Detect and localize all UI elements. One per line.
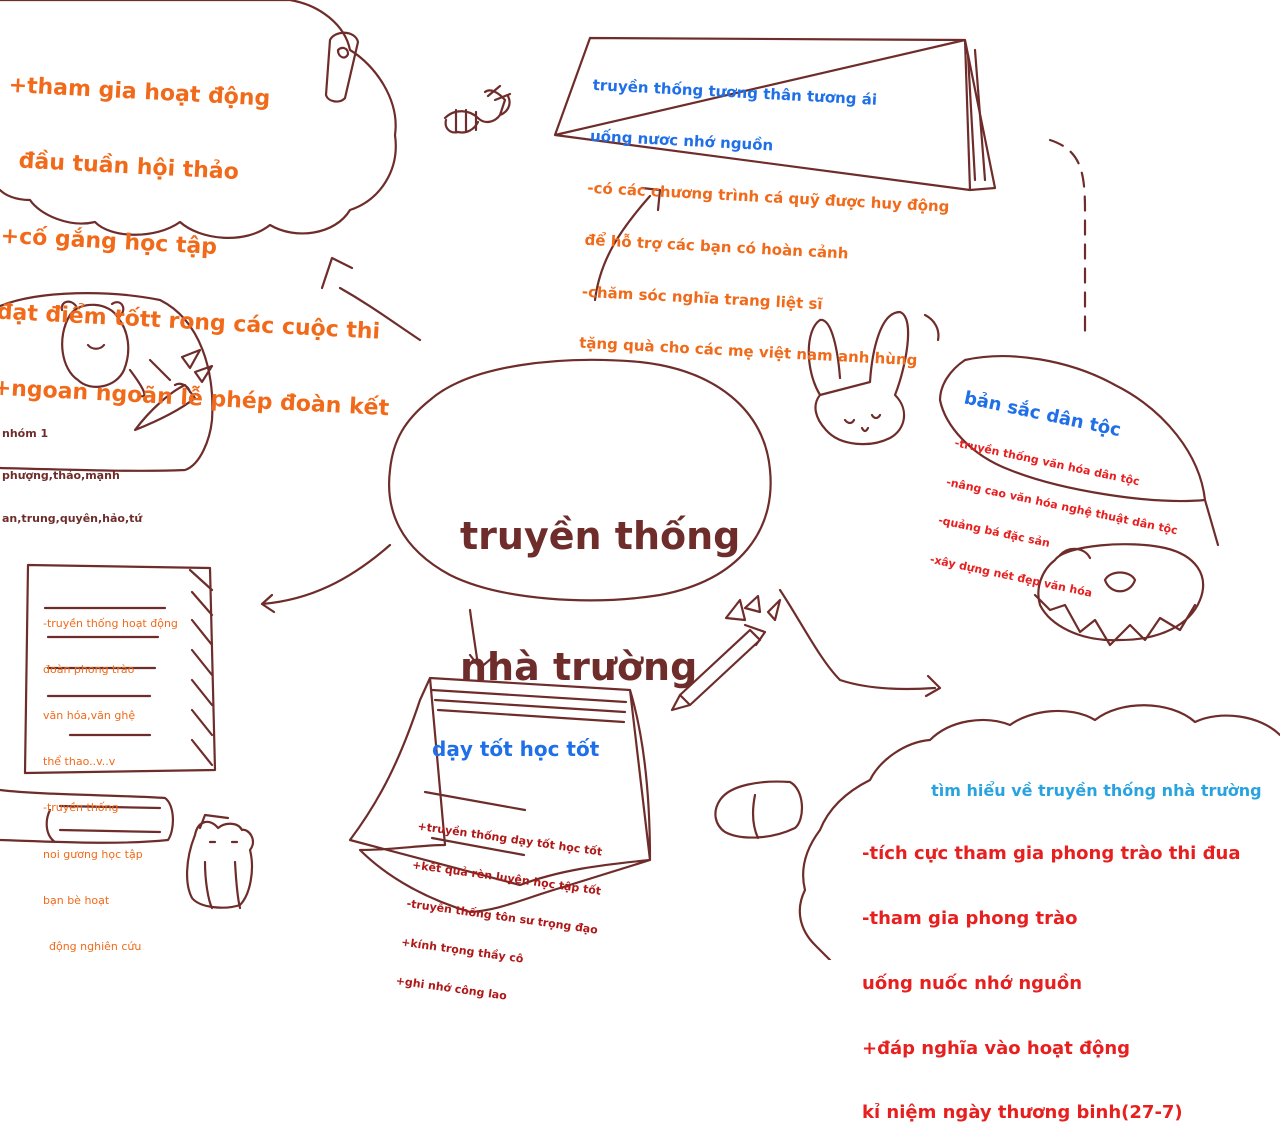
cloud-heading: tìm hiểu về truyền thống nhà trường bbox=[931, 780, 1262, 800]
arrow-to-note bbox=[468, 608, 494, 670]
bottom-right-heading: tìm hiểu về truyền thống nhà trường bbox=[920, 766, 1262, 800]
book-line-4: thể thao..v..v bbox=[43, 755, 116, 769]
tent-heading-1: truyền thống tương thân tương ái bbox=[592, 75, 878, 109]
book-line-7: bạn bè hoạt bbox=[43, 893, 110, 907]
center-title-line-2: nhà trường bbox=[460, 645, 698, 690]
center-bubble bbox=[388, 358, 772, 602]
note-line-4: +kính trọng thầy cô bbox=[400, 935, 525, 966]
group-members-text: nhóm 1 phượng,thảo,mạnh an,trung,quyên,h… bbox=[2, 398, 142, 541]
arrow-to-top-right bbox=[593, 186, 662, 302]
right-leaf bbox=[938, 355, 1220, 547]
cloud-line-2: -tham gia phong trào bbox=[862, 907, 1078, 929]
tent-line-2: để hỗ trợ các bạn có hoàn cảnh bbox=[584, 230, 849, 263]
dashed-connector bbox=[1048, 138, 1087, 342]
note-line-5: +ghi nhớ công lao bbox=[395, 974, 508, 1003]
cloud-line-4: +đáp nghĩa vào hoạt động bbox=[862, 1037, 1131, 1059]
book-line-8: động nghiên cứu bbox=[49, 939, 142, 953]
top-right-tent-text: truyền thống tương thân tương ái uống nư… bbox=[578, 42, 957, 388]
book-line-2: đoàn phong trào bbox=[43, 662, 135, 676]
tent-line-4: tặng quà cho các mẹ việt nam anh hùng bbox=[578, 333, 918, 370]
mindmap-sketch bbox=[0, 0, 1280, 960]
top-left-line-3: +cố gắng học tập bbox=[0, 224, 218, 261]
top-left-line-4: đạt điểm tốtt rong các cuộc thi bbox=[0, 299, 381, 345]
group-line-2: phượng,thảo,mạnh bbox=[2, 469, 120, 483]
note-line-3: -truyền thống tôn sư trọng đạo bbox=[405, 897, 599, 937]
cloud-line-3: uống nuốc nhớ nguồn bbox=[862, 972, 1083, 994]
bottom-note-text: dạy tốt học tốt +truyền thống dạy tốt họ… bbox=[395, 712, 615, 1029]
cloud-line-1: -tích cực tham gia phong trào thi đua bbox=[862, 843, 1241, 865]
sparkle-2-icon bbox=[724, 594, 782, 622]
pencil-icon bbox=[670, 623, 767, 712]
bear-icon bbox=[60, 300, 130, 388]
note-line-1: +truyền thống dạy tốt học tốt bbox=[416, 820, 603, 859]
center-title: truyền thống nhà trường bbox=[460, 428, 740, 734]
arrow-to-top-left bbox=[320, 256, 422, 342]
book-icon bbox=[0, 788, 174, 844]
book-line-1: -truyền thống hoạt động bbox=[43, 616, 178, 630]
group-line-3: an,trung,quyên,hảo,tứ bbox=[2, 512, 143, 526]
note-heading: dạy tốt học tốt bbox=[432, 736, 600, 761]
center-title-line-1: truyền thống bbox=[460, 514, 741, 559]
top-right-tent bbox=[553, 36, 997, 192]
sparkle-icon bbox=[128, 358, 172, 398]
top-left-cloud-text: +tham gia hoạt động đầu tuần hội thảo +c… bbox=[0, 22, 408, 447]
cake-icon bbox=[1033, 543, 1205, 647]
arrow-to-left-book bbox=[260, 543, 392, 614]
left-group-bubble bbox=[0, 292, 214, 472]
tent-heading-2: uống nươc nhớ nguồn bbox=[589, 127, 774, 155]
note-line-2: +kết quả rèn luyện học tập tốt bbox=[411, 858, 602, 899]
top-left-cloud bbox=[0, 0, 397, 240]
eraser-icon bbox=[714, 780, 803, 840]
book-line-5: -truyền thống bbox=[43, 801, 119, 815]
cat-icon bbox=[185, 813, 255, 910]
book-line-3: văn hóa,văn ghệ bbox=[43, 709, 136, 723]
book-line-6: noi gương học tập bbox=[43, 847, 143, 861]
microphone-icon bbox=[133, 348, 214, 432]
bottom-right-cloud bbox=[798, 704, 1280, 960]
tent-line-3: -chăm sóc nghĩa trang liệt sĩ bbox=[581, 282, 824, 313]
top-left-line-1: +tham gia hoạt động bbox=[8, 72, 271, 112]
bottom-notebook bbox=[348, 676, 652, 914]
arrow-to-bottom-right bbox=[778, 588, 942, 698]
top-left-line-2: đầu tuần hội thảo bbox=[18, 149, 240, 186]
group-line-1: nhóm 1 bbox=[2, 426, 49, 440]
tent-line-1: -có các chương trình cá quỹ được huy độn… bbox=[586, 178, 950, 216]
caterpillar-icon bbox=[443, 84, 512, 134]
left-notebook-text: -truyền thống hoạt động đoàn phong trào … bbox=[43, 585, 178, 970]
lighter-icon bbox=[324, 31, 360, 103]
bottom-right-cloud-text: -tích cực tham gia phong trào thi đua -t… bbox=[862, 800, 1240, 1146]
bunny-icon bbox=[807, 310, 940, 446]
cloud-line-5: kỉ niệm ngày thương binh(27-7) bbox=[862, 1102, 1183, 1124]
left-notebook bbox=[23, 563, 217, 775]
